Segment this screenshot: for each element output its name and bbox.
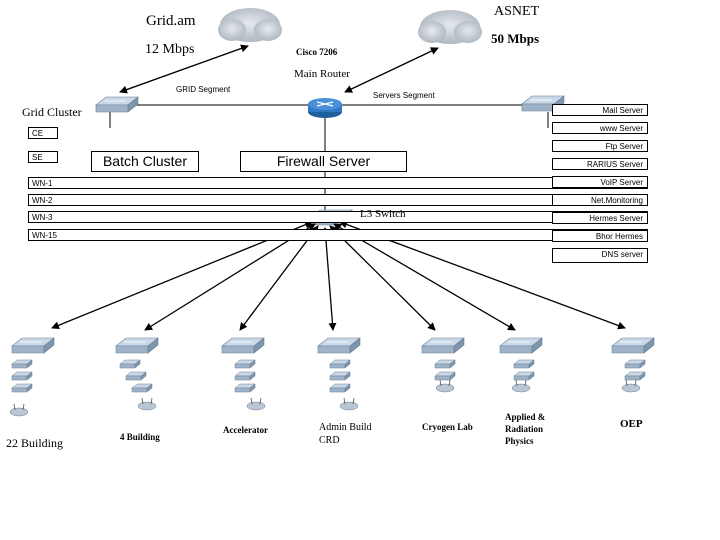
- cryogen-lab-label: Cryogen Lab: [422, 422, 473, 432]
- internet-cloud-grid: [218, 8, 282, 42]
- grid-node-wn1: WN-1: [28, 177, 648, 189]
- grid-cluster-label: Grid Cluster: [22, 105, 82, 119]
- main-router-icon: [308, 98, 342, 118]
- grid-am-label: Grid.am: [146, 13, 196, 29]
- server-mail: Mail Server: [552, 104, 648, 116]
- server-www: www Server: [552, 122, 648, 134]
- admin-build-label: Admin Build CRD: [319, 422, 372, 446]
- server-voip: VoIP Server: [552, 176, 648, 188]
- l3-switch-label: L3 Switch: [360, 208, 406, 220]
- grid-speed-label: 12 Mbps: [145, 42, 195, 57]
- batch-cluster-box: Batch Cluster: [91, 151, 199, 172]
- router-model-label: Cisco 7206: [296, 47, 338, 57]
- asnet-label: ASNET: [494, 4, 540, 19]
- firewall-server-box: Firewall Server: [240, 151, 407, 172]
- applied-physics-devices: [499, 337, 543, 393]
- building-22-label: 22 Building: [6, 436, 64, 450]
- server-net-monitoring: Net.Monitoring: [552, 194, 648, 206]
- server-dns: DNS server: [552, 248, 648, 263]
- server-hermes: Hermes Server: [552, 212, 648, 224]
- applied-physics-label: Applied & Radiation Physics: [505, 412, 546, 446]
- internet-cloud-asnet: [418, 10, 482, 44]
- server-ftp: Ftp Server: [552, 140, 648, 152]
- asnet-speed-label: 50 Mbps: [491, 31, 540, 46]
- accelerator-devices: [221, 337, 266, 411]
- accelerator-label: Accelerator: [223, 425, 268, 435]
- oep-label: OEP: [620, 418, 643, 430]
- building-4-devices: [115, 337, 159, 411]
- admin-build-devices: [317, 337, 361, 411]
- cryogen-lab-devices: [421, 337, 465, 393]
- link-asnet: [344, 47, 439, 93]
- servers-segment-label: Servers Segment: [373, 91, 435, 100]
- link-grid-am: [119, 44, 249, 94]
- oep-devices: [611, 337, 655, 393]
- main-router-label: Main Router: [294, 68, 350, 80]
- grid-node-se: SE: [28, 151, 58, 163]
- building-22-devices: [9, 337, 55, 417]
- grid-node-ce: CE: [28, 127, 58, 139]
- server-radius: RARIUS Server: [552, 158, 648, 170]
- grid-node-wn2: WN-2: [28, 194, 648, 206]
- server-bhor-hermes: Bhor Hermes: [552, 230, 648, 242]
- grid-segment-label: GRID Segment: [176, 85, 231, 94]
- grid-cluster-switch-icon: [95, 96, 139, 113]
- building-4-label: 4 Building: [120, 432, 160, 442]
